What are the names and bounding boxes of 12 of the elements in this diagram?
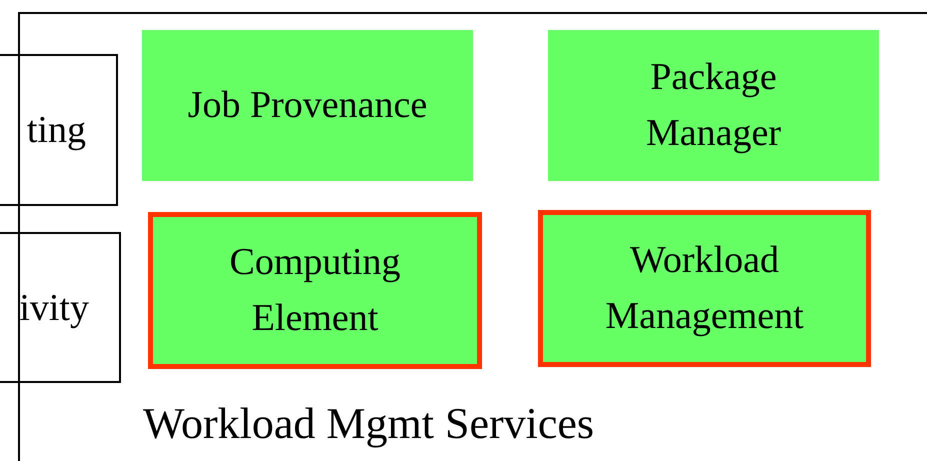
group-frame (18, 12, 927, 461)
node-label: ivity (19, 286, 89, 330)
node-label: Workload Management (604, 238, 805, 338)
node-label: ting (26, 108, 86, 152)
node-label: Computing Element (228, 240, 402, 340)
node-label: Job Provenance (188, 82, 428, 128)
service-box (538, 210, 871, 367)
service-box (142, 30, 473, 181)
group-title: Workload Mgmt Services (143, 398, 594, 449)
service-box (548, 30, 879, 181)
service-box (148, 212, 482, 369)
node-label: Package Manager (644, 55, 782, 156)
